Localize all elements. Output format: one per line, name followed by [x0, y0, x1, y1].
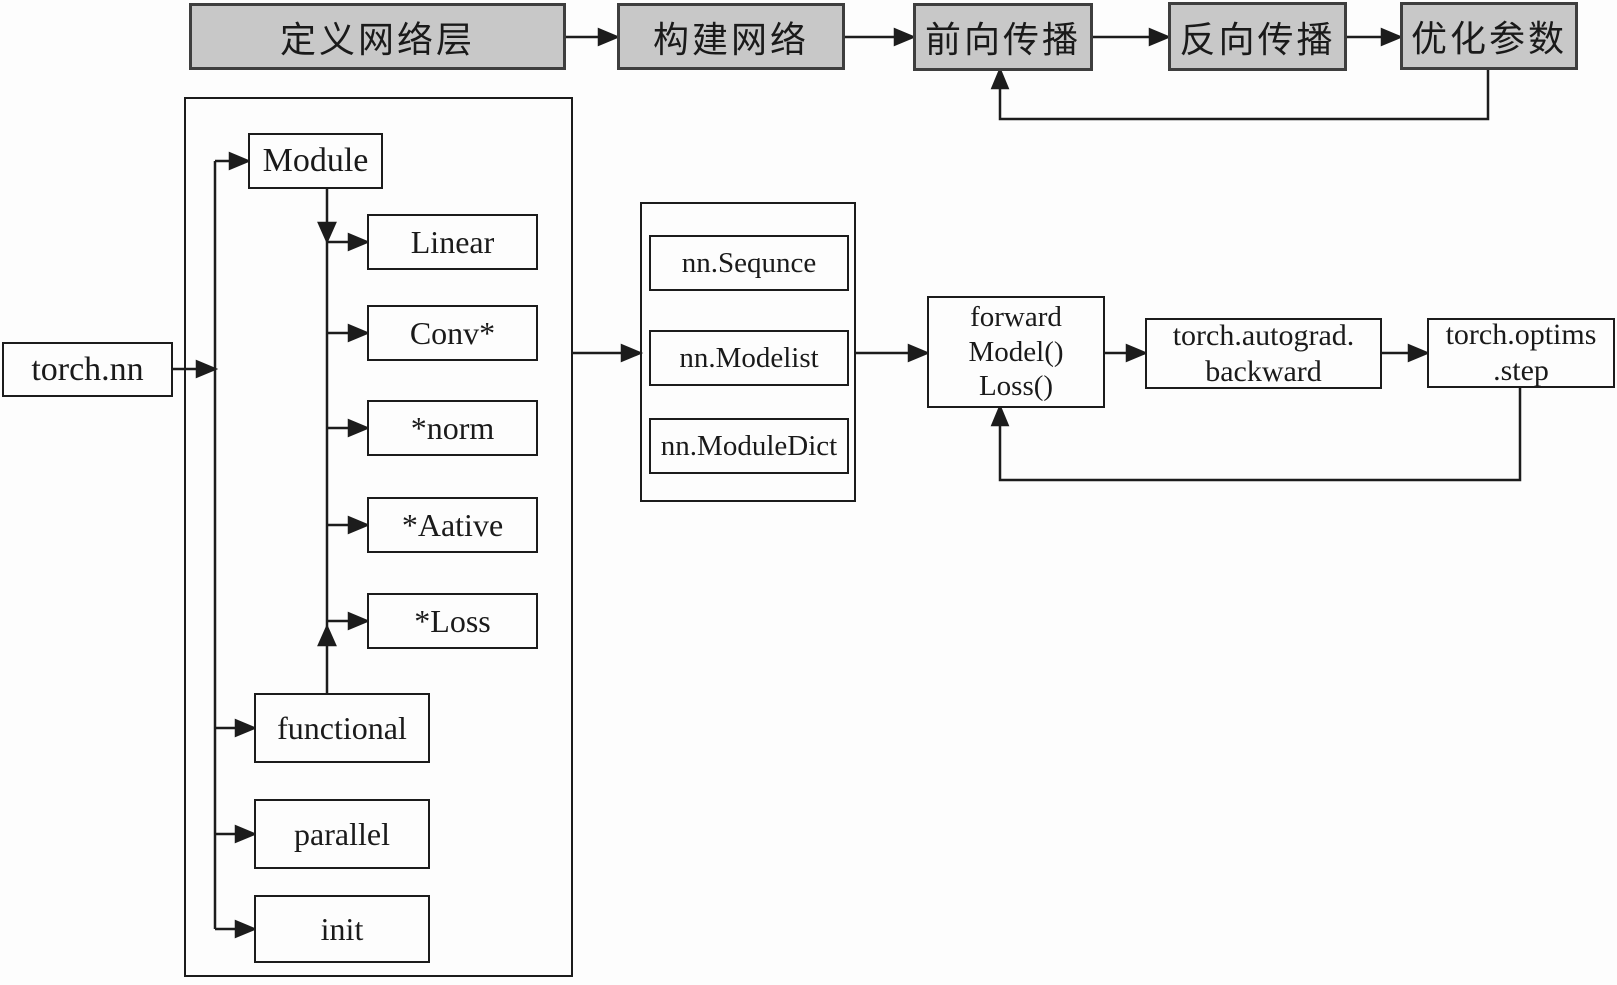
functional-box: functional: [254, 693, 430, 763]
arrow-trunk-to-functional: [215, 718, 258, 738]
arrow-backprop-to-optimize: [1347, 27, 1404, 47]
arrow-trunk-to-module: [215, 151, 252, 171]
sequence-group-container: [640, 202, 856, 502]
autograd-line: torch.autograd.: [1172, 318, 1355, 352]
layer-linear-box: Linear: [367, 214, 538, 270]
model-call-line: Model(): [968, 335, 1064, 368]
module-box: Module: [248, 133, 383, 189]
nn-modelist-box: nn.Modelist: [649, 330, 849, 386]
layer-conv-box: Conv*: [367, 305, 538, 361]
feedback-optim-to-forward: [990, 388, 1522, 482]
arrow-torchnn-to-tree: [173, 359, 219, 379]
arrow-forward-to-autograd: [1105, 343, 1149, 363]
arrow-define-to-build: [566, 27, 621, 47]
arrow-forwardprop-to-backprop: [1093, 27, 1172, 47]
arrow-module-to-aative: [327, 515, 371, 535]
stage-build-network: 构建网络: [617, 3, 845, 70]
forward-line: forward: [970, 300, 1062, 333]
stage-optimize-parameters: 优化参数: [1400, 2, 1578, 70]
init-box: init: [254, 895, 430, 963]
torch-optims-step-box: torch.optims .step: [1427, 318, 1615, 388]
feedback-optimize-to-forwardprop: [990, 66, 1490, 121]
arrow-module-to-loss: [327, 611, 371, 631]
layer-loss-box: *Loss: [367, 593, 538, 649]
arrow-tree-to-containers: [573, 343, 644, 363]
nn-moduledict-box: nn.ModuleDict: [649, 418, 849, 474]
layer-aative-box: *Aative: [367, 497, 538, 553]
step-line: .step: [1493, 354, 1549, 387]
arrow-module-to-linear: [327, 232, 371, 252]
forward-model-loss-box: forward Model() Loss(): [927, 296, 1105, 408]
stage-define-layers: 定义网络层: [189, 3, 566, 70]
nn-sequnce-box: nn.Sequnce: [649, 235, 849, 291]
arrow-autograd-to-optim: [1377, 343, 1431, 363]
arrow-trunk-to-parallel: [215, 824, 258, 844]
arrow-build-to-forwardprop: [845, 27, 917, 47]
arrow-containers-to-forward: [856, 343, 931, 363]
stage-backward-propagation: 反向传播: [1168, 2, 1347, 71]
layer-norm-box: *norm: [367, 400, 538, 456]
optims-line: torch.optims: [1445, 318, 1597, 351]
torch-autograd-backward-box: torch.autograd. backward: [1145, 318, 1382, 389]
arrow-module-to-norm: [327, 418, 371, 438]
arrow-trunk-to-init: [215, 919, 258, 939]
torch-nn-box: torch.nn: [2, 342, 173, 397]
torch-nn-tree-container: [184, 97, 573, 977]
stage-forward-propagation: 前向传播: [913, 3, 1093, 71]
module-trunk: [317, 189, 337, 693]
arrow-module-to-conv: [327, 323, 371, 343]
backward-line: backward: [1205, 354, 1322, 388]
parallel-box: parallel: [254, 799, 430, 869]
loss-call-line: Loss(): [978, 370, 1054, 403]
